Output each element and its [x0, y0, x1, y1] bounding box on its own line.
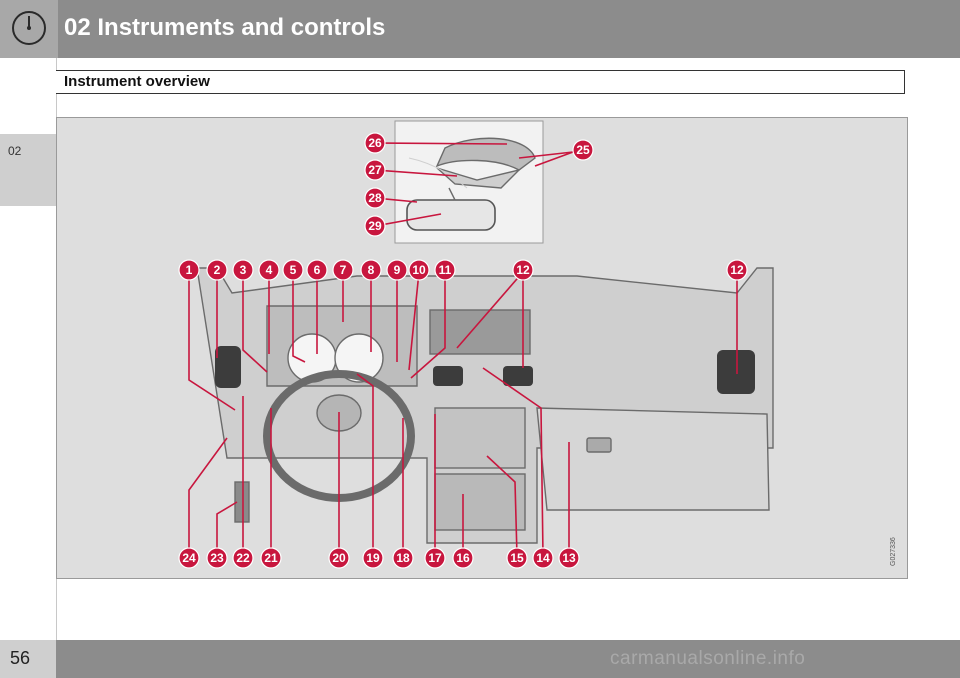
page-number-box: 56 — [0, 640, 56, 678]
callout-group: 1 2 3 4 5 6 7 8 9 10 11 12 12 13 14 15 1… — [178, 132, 748, 569]
callout-27: 27 — [364, 159, 386, 181]
svg-text:1: 1 — [186, 263, 193, 277]
gauge-icon — [12, 11, 46, 45]
chapter-title: 02 Instruments and controls — [64, 14, 386, 41]
callout-7: 7 — [332, 259, 354, 281]
svg-text:6: 6 — [314, 263, 321, 277]
svg-text:18: 18 — [396, 551, 410, 565]
callout-20: 20 — [328, 547, 350, 569]
svg-text:22: 22 — [236, 551, 250, 565]
overhead-console-inset — [394, 120, 544, 244]
chapter-header: 02 Instruments and controls — [0, 0, 960, 58]
callout-4: 4 — [258, 259, 280, 281]
svg-text:23: 23 — [210, 551, 224, 565]
svg-text:7: 7 — [340, 263, 347, 277]
instrument-overview-figure: 1 2 3 4 5 6 7 8 9 10 11 12 12 13 14 15 1… — [56, 117, 908, 579]
page-footer: 56 — [0, 640, 960, 678]
svg-text:20: 20 — [332, 551, 346, 565]
callout-8: 8 — [360, 259, 382, 281]
svg-text:10: 10 — [412, 263, 426, 277]
svg-text:15: 15 — [510, 551, 524, 565]
section-title: Instrument overview — [64, 73, 210, 90]
svg-text:13: 13 — [562, 551, 576, 565]
callout-16: 16 — [452, 547, 474, 569]
svg-text:17: 17 — [428, 551, 442, 565]
figure-code: G027336 — [890, 537, 897, 566]
chapter-icon-box — [0, 0, 58, 58]
callout-11: 11 — [434, 259, 456, 281]
svg-text:9: 9 — [394, 263, 401, 277]
svg-text:12: 12 — [516, 263, 530, 277]
callout-12-right: 12 — [726, 259, 748, 281]
svg-text:16: 16 — [456, 551, 470, 565]
callout-10: 10 — [408, 259, 430, 281]
chapter-side-tab[interactable]: 02 — [0, 134, 56, 206]
callout-13: 13 — [558, 547, 580, 569]
svg-text:28: 28 — [368, 191, 382, 205]
svg-text:21: 21 — [264, 551, 278, 565]
dashboard-illustration: 1 2 3 4 5 6 7 8 9 10 11 12 12 13 14 15 1… — [178, 120, 897, 569]
callout-21: 21 — [260, 547, 282, 569]
callout-22: 22 — [232, 547, 254, 569]
callout-24: 24 — [178, 547, 200, 569]
callout-18: 18 — [392, 547, 414, 569]
svg-text:24: 24 — [182, 551, 196, 565]
watermark: carmanualsonline.info — [610, 648, 806, 669]
svg-text:3: 3 — [240, 263, 247, 277]
callout-29: 29 — [364, 215, 386, 237]
svg-text:27: 27 — [368, 163, 382, 177]
svg-text:25: 25 — [576, 143, 590, 157]
callout-1: 1 — [178, 259, 200, 281]
svg-text:11: 11 — [439, 263, 452, 277]
callout-2: 2 — [206, 259, 228, 281]
svg-text:14: 14 — [536, 551, 550, 565]
svg-text:19: 19 — [366, 551, 380, 565]
callout-25: 25 — [572, 139, 594, 161]
svg-text:26: 26 — [368, 136, 382, 150]
page-number: 56 — [10, 648, 31, 668]
svg-text:4: 4 — [266, 263, 273, 277]
callout-19: 19 — [362, 547, 384, 569]
svg-text:29: 29 — [368, 219, 382, 233]
svg-text:8: 8 — [368, 263, 375, 277]
section-title-bar: Instrument overview — [56, 70, 905, 94]
callout-26: 26 — [364, 132, 386, 154]
svg-text:2: 2 — [214, 263, 221, 277]
callout-28: 28 — [364, 187, 386, 209]
svg-text:5: 5 — [290, 263, 297, 277]
callout-5: 5 — [282, 259, 304, 281]
callout-3: 3 — [232, 259, 254, 281]
callout-leaders — [188, 142, 738, 557]
callout-15: 15 — [506, 547, 528, 569]
callout-6: 6 — [306, 259, 328, 281]
callout-14: 14 — [532, 547, 554, 569]
dashboard-body — [196, 267, 774, 544]
side-tab-label: 02 — [8, 144, 22, 158]
callout-9: 9 — [386, 259, 408, 281]
callout-12-left: 12 — [512, 259, 534, 281]
callout-23: 23 — [206, 547, 228, 569]
callout-17: 17 — [424, 547, 446, 569]
svg-text:12: 12 — [730, 263, 744, 277]
